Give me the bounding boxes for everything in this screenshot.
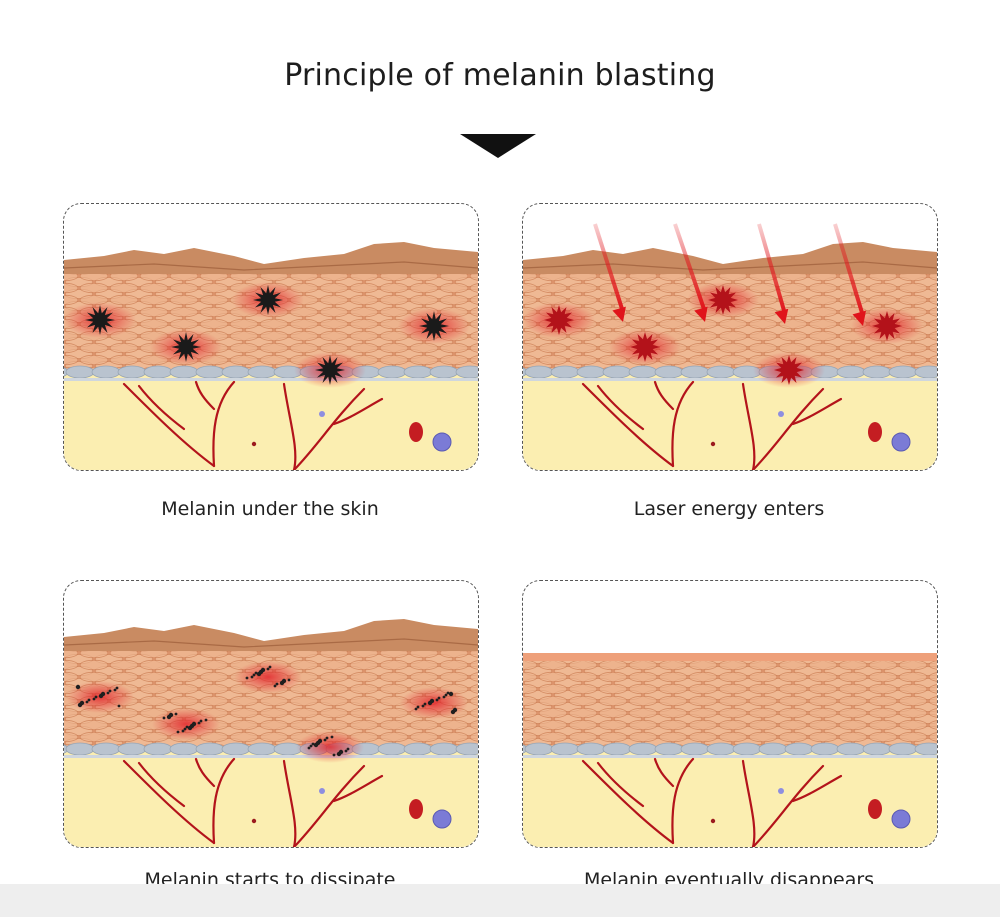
- skin-diagram: [523, 581, 937, 847]
- blue-cell: [433, 810, 451, 828]
- caption-melanin-under-skin: Melanin under the skin: [63, 498, 477, 520]
- dermis-layer: [64, 374, 478, 470]
- dermis-layer: [523, 751, 937, 847]
- caption-laser-energy-enters: Laser energy enters: [522, 498, 936, 520]
- panel-melanin-under-skin: [63, 203, 479, 471]
- smooth-surface: [523, 653, 937, 661]
- blue-cell: [892, 433, 910, 451]
- dermis-layer: [64, 751, 478, 847]
- skin-diagram: [64, 204, 478, 470]
- red-cell: [409, 799, 423, 819]
- red-cell: [409, 422, 423, 442]
- dissipating-melanin: [400, 687, 468, 719]
- red-cell: [868, 799, 882, 819]
- panel-melanin-dissipate: [63, 580, 479, 848]
- dissipating-melanin: [152, 708, 220, 740]
- panel-laser-energy-enters: [522, 203, 938, 471]
- dermis-layer: [523, 374, 937, 470]
- dissipating-melanin: [234, 661, 302, 693]
- page-title: Principle of melanin blasting: [0, 58, 1000, 93]
- panel-melanin-disappears: [522, 580, 938, 848]
- skin-diagram: [64, 581, 478, 847]
- skin-diagram: [523, 204, 937, 470]
- red-cell: [868, 422, 882, 442]
- blue-cell: [892, 810, 910, 828]
- dissipating-melanin: [296, 731, 364, 763]
- blue-cell: [433, 433, 451, 451]
- down-arrow-icon: [460, 134, 536, 158]
- bottom-band: [0, 884, 1000, 917]
